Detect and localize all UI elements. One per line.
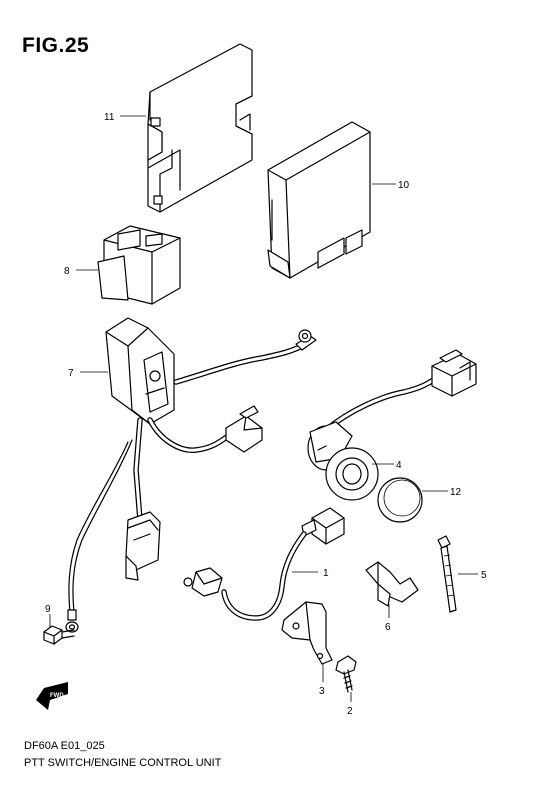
callout-7-label: 7 [68,368,74,379]
figure-title: FIG.25 [22,34,90,57]
callout-11-label: 11 [104,112,115,123]
callout-3-label: 3 [319,686,325,697]
callout-6-label: 6 [385,622,391,633]
part-12-cap[interactable] [377,477,423,523]
callout-10-label: 10 [398,180,410,191]
callout-2-label: 2 [347,706,353,717]
callout-4-label: 4 [396,460,402,471]
callout-12-label: 12 [450,487,462,498]
fwd-arrow-icon: FWD [36,682,68,710]
callout-9-label: 9 [45,604,51,615]
part-4-switch[interactable] [307,349,477,501]
callout-labels: 4 1 2 3 5 6 7 8 9 10 11 12 [45,112,487,717]
part-10-ecu[interactable] [267,121,371,279]
callout-8-label: 8 [64,266,70,277]
part-7-ptt-switch[interactable] [65,317,317,633]
part-1-harness[interactable] [183,507,345,621]
callout-1b-label: 1 [323,568,329,579]
part-9-bolt[interactable] [43,625,75,645]
part-5-cable-tie[interactable] [437,535,457,613]
figure-caption: PTT SWITCH/ENGINE CONTROL UNIT [24,757,222,769]
part-2-screw[interactable] [335,655,357,693]
callout-5-label: 5 [481,570,487,581]
part-3-bracket[interactable] [281,601,333,665]
part-11-cover[interactable] [147,43,253,213]
fwd-label: FWD [50,693,64,699]
part-6-clamp[interactable] [365,561,419,607]
leader-lines [49,115,478,702]
figure-code: DF60A E01_025 [24,740,105,752]
part-8-relay[interactable] [97,225,181,305]
